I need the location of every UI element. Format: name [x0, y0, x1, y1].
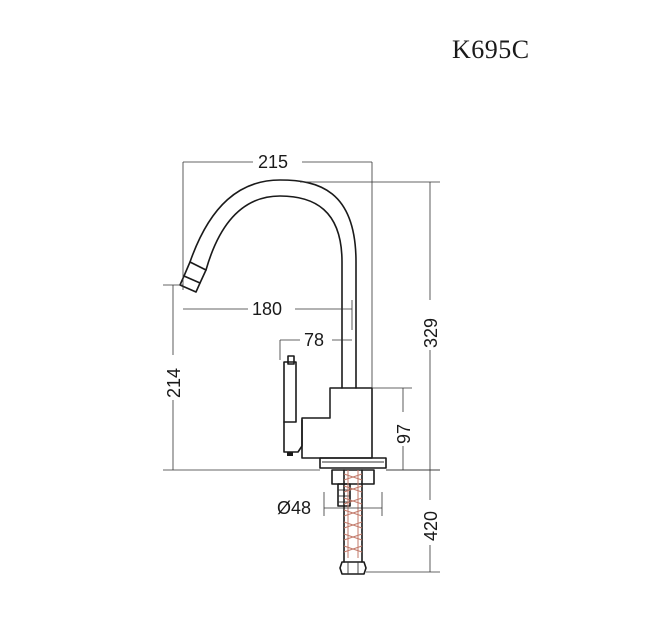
faucet-main-body	[301, 387, 373, 459]
spout-nozzle	[183, 261, 207, 284]
hose-braid	[343, 473, 363, 553]
base-flange	[319, 457, 387, 469]
dimension-total-height: 329	[421, 318, 441, 348]
dimension-overall-reach: 215	[258, 152, 288, 172]
hose-end-nut	[339, 561, 367, 575]
spout-nozzle-tip	[179, 275, 201, 293]
handle-lever	[283, 361, 297, 423]
handle-pin	[287, 452, 293, 456]
dimension-body-height: 97	[394, 424, 414, 444]
model-code: K695C	[452, 35, 530, 64]
dimension-lines: 215 180 78 214 329 97 Ø48	[163, 152, 441, 573]
spout-outer-curve	[189, 179, 357, 389]
dimension-hose-length: 420	[421, 511, 441, 541]
dimension-base-diameter: Ø48	[277, 498, 311, 518]
braided-hose	[343, 469, 363, 563]
dimension-spout-height: 214	[164, 368, 184, 398]
faucet-outline	[179, 179, 387, 575]
mounting-nut	[331, 469, 375, 485]
dimension-handle-offset: 78	[304, 330, 324, 350]
handle-top	[287, 355, 295, 365]
spout-inner-curve	[205, 195, 343, 389]
dimension-spout-reach: 180	[252, 299, 282, 319]
handle-base	[283, 419, 303, 453]
